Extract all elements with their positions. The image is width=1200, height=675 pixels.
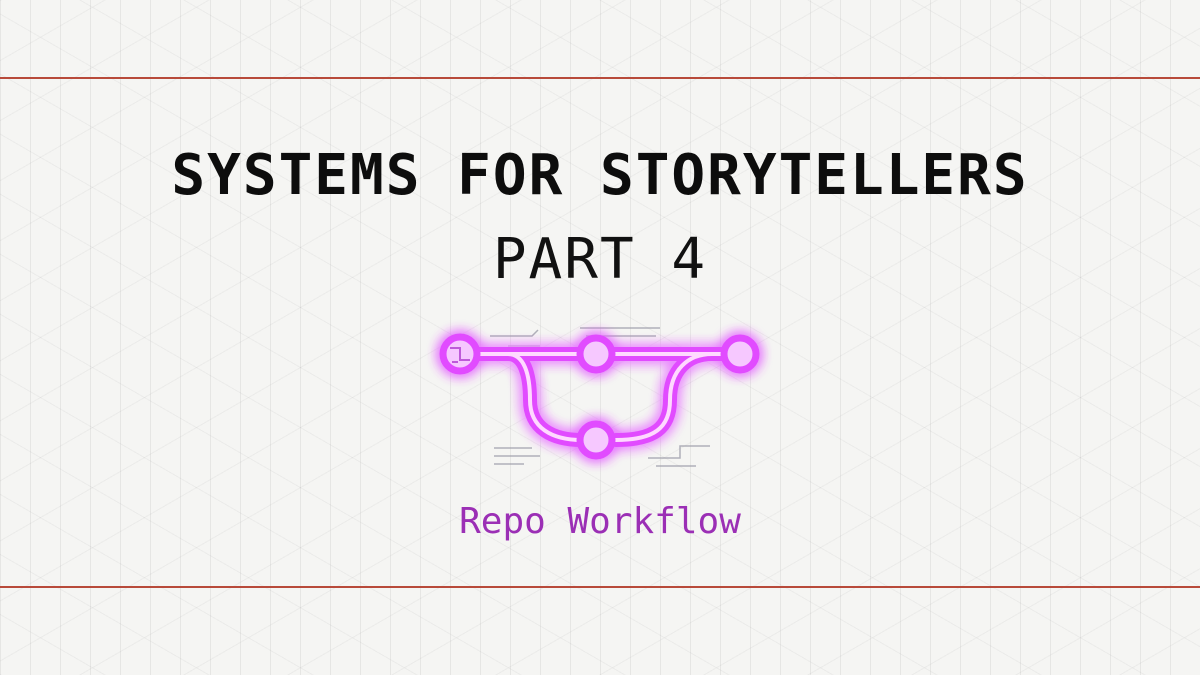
commit-node-head [720,334,760,374]
branch-graph [439,333,760,460]
bottom-divider [0,586,1200,588]
commit-node-branch [576,420,616,460]
git-branch-icon [439,327,760,467]
commit-node-main [576,334,616,374]
top-divider [0,77,1200,79]
page-subtitle: PART 4 [492,227,708,292]
page-title: SYSTEMS FOR STORYTELLERS [171,143,1029,208]
caption-label: Repo Workflow [459,501,741,542]
